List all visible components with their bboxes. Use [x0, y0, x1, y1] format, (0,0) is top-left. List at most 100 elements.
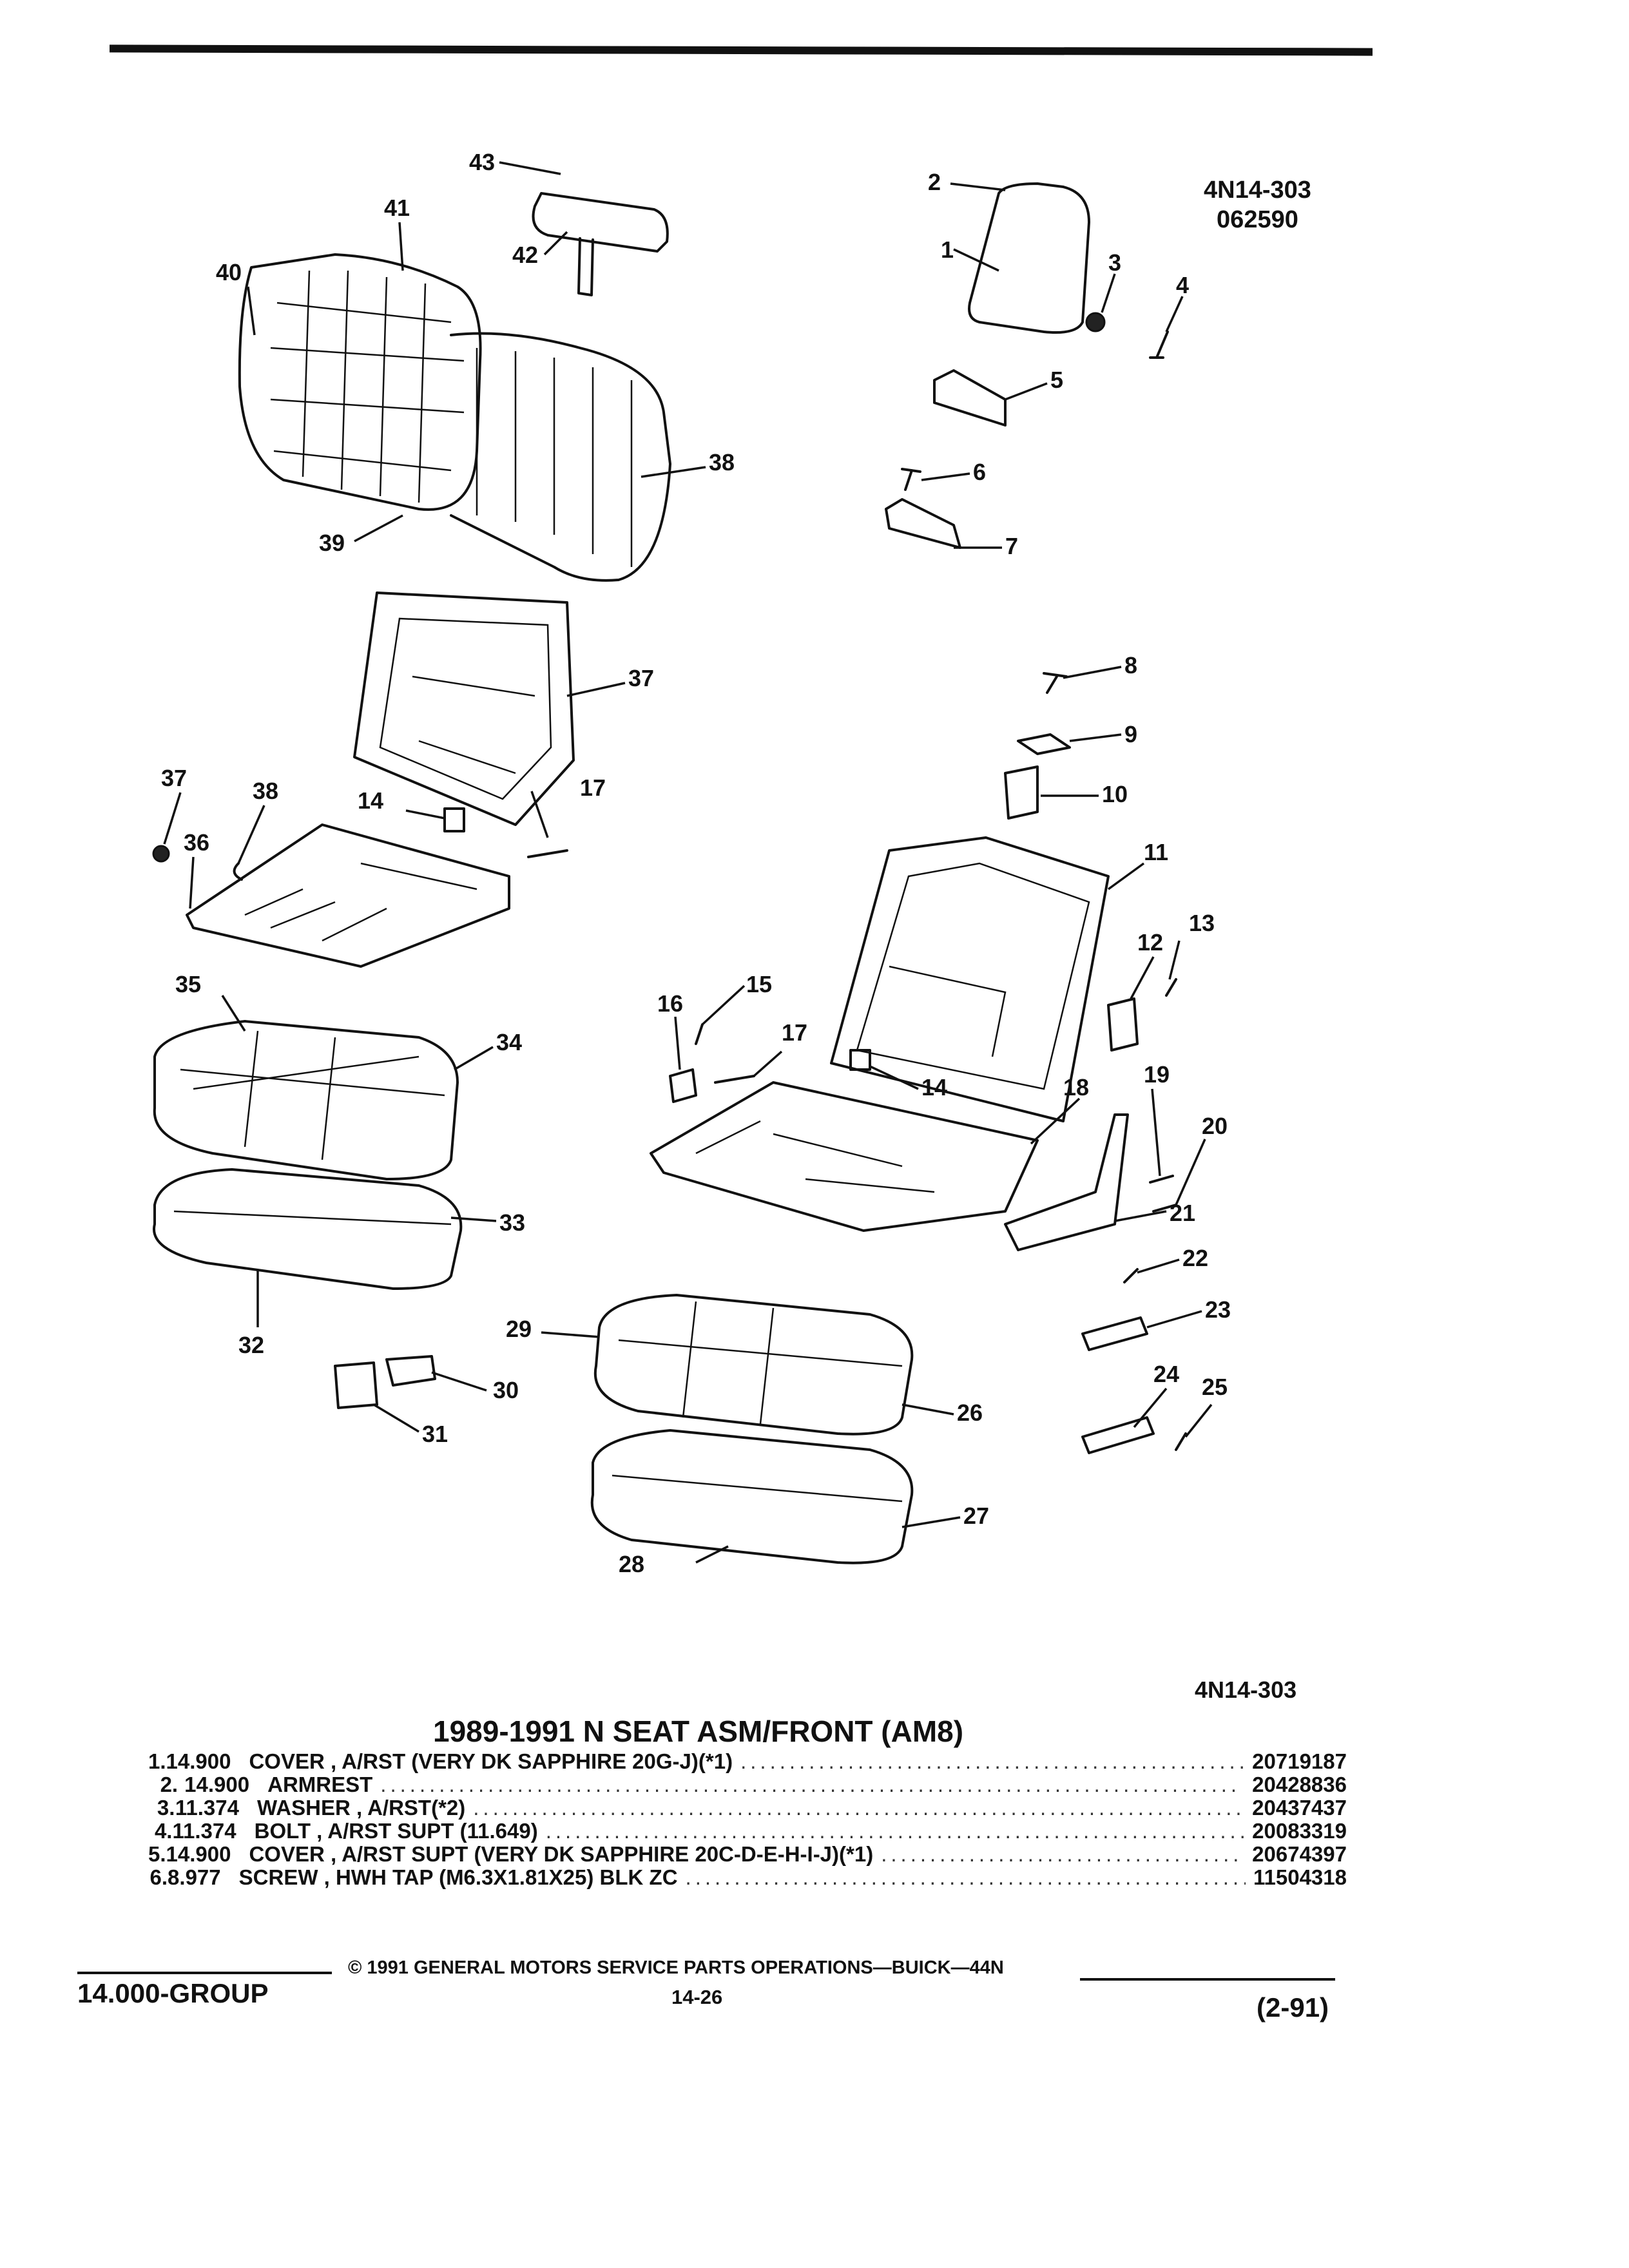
trim-23 — [1081, 1316, 1148, 1351]
callout-28: 28 — [619, 1551, 644, 1577]
callout-32: 32 — [238, 1332, 264, 1358]
callout-34: 34 — [496, 1029, 522, 1055]
callout-15: 15 — [746, 971, 772, 997]
callout-2: 2 — [928, 169, 941, 195]
callout-10: 10 — [1102, 781, 1128, 807]
seat-cushion-right — [590, 1294, 914, 1564]
callout-36: 36 — [184, 829, 209, 856]
dot-leader: ........................................… — [473, 1796, 1245, 1820]
callout-30: 30 — [493, 1377, 519, 1403]
callout-12: 12 — [1137, 929, 1163, 956]
row-index: 2. — [160, 1773, 178, 1796]
trim-24 — [1081, 1416, 1155, 1454]
footer-copyright: © 1991 GENERAL MOTORS SERVICE PARTS OPER… — [348, 1957, 1004, 1978]
row-group: 14.900 — [166, 1749, 231, 1773]
part-12 — [1107, 997, 1139, 1052]
row-part-number: 20428836 — [1252, 1773, 1347, 1796]
callout-6: 6 — [973, 459, 986, 485]
callout-25: 25 — [1202, 1374, 1228, 1400]
bolt-4 — [1149, 331, 1169, 359]
dot-leader: ........................................… — [881, 1843, 1245, 1866]
header-codes: 4N14-303 062590 — [1204, 175, 1311, 235]
callout-21: 21 — [1170, 1200, 1195, 1226]
screw-13 — [1165, 978, 1177, 997]
callout-17-left: 17 — [580, 774, 606, 801]
row-index: 1. — [148, 1749, 166, 1773]
callout-38: 38 — [253, 778, 278, 804]
row-part-number: 20083319 — [1252, 1819, 1347, 1843]
leader-lines — [163, 161, 1213, 1564]
parts-row: 4. 11.374 BOLT , A/RST SUPT (11.649) ...… — [148, 1820, 1347, 1843]
armrest — [968, 182, 1090, 334]
parts-title: 1989-1991 N SEAT ASM/FRONT (AM8) — [433, 1715, 964, 1748]
screw-8 — [1043, 672, 1068, 694]
part-38 — [233, 862, 243, 881]
screw-6 — [901, 468, 921, 491]
exploded-seat-diagram: 43 42 41 40 38 39 37 2 1 3 4 5 6 7 8 9 1… — [152, 149, 1231, 1577]
bolt-17-left — [527, 849, 568, 858]
callout-44: 42 — [512, 242, 538, 268]
row-part-number: 20437437 — [1252, 1796, 1347, 1820]
row-group: 11.374 — [175, 1796, 239, 1820]
row-description: SCREW , HWH TAP (M6.3X1.81X25) BLK ZC — [238, 1865, 678, 1889]
seat-adjuster-left — [186, 823, 510, 968]
part-14-right — [849, 1049, 871, 1071]
row-index: 6. — [149, 1865, 168, 1889]
seatback-frame-upper — [353, 591, 575, 826]
callout-20: 20 — [1202, 1113, 1228, 1139]
seat-cushion-left — [153, 1020, 463, 1290]
parts-list: 1. 14.900 COVER , A/RST (VERY DK SAPPHIR… — [148, 1750, 1347, 1889]
callout-numbers: 43 42 41 40 38 39 37 2 1 3 4 5 6 7 8 9 1… — [161, 149, 1231, 1577]
footer-page-number: 14-26 — [671, 1986, 723, 2008]
footer-revision-date: (2-91) — [1257, 1992, 1329, 2023]
seatback-frame-right — [830, 836, 1110, 1122]
headrest — [532, 192, 669, 296]
callout-43: 41 — [384, 195, 410, 221]
callout-7: 7 — [1005, 533, 1018, 559]
screw-15 — [695, 1023, 704, 1045]
callout-33: 33 — [499, 1209, 525, 1236]
callout-26: 26 — [957, 1399, 983, 1426]
dot-leader: ........................................… — [740, 1750, 1244, 1773]
washer-3 — [1085, 312, 1106, 332]
callout-35: 35 — [175, 971, 201, 997]
hinge-21 — [1004, 1113, 1129, 1251]
screw-22 — [1123, 1268, 1139, 1283]
row-group: 8.977 — [168, 1865, 221, 1889]
parts-row: 6. 8.977 SCREW , HWH TAP (M6.3X1.81X25) … — [148, 1866, 1347, 1889]
part-14-left — [443, 807, 465, 832]
callout-31: 31 — [422, 1421, 448, 1447]
seatback-assembly — [238, 253, 671, 582]
callout-13: 13 — [1189, 910, 1215, 936]
callout-18: 18 — [1063, 1074, 1089, 1100]
callout-42: 40 — [216, 259, 242, 285]
row-group: 11.374 — [172, 1819, 236, 1843]
row-index: 4. — [154, 1819, 173, 1843]
row-description: BOLT , A/RST SUPT (11.649) — [254, 1819, 538, 1843]
parts-row: 2. 14.900 ARMREST ......................… — [148, 1773, 1347, 1796]
row-index: 3. — [157, 1796, 175, 1820]
callout-3: 3 — [1108, 249, 1121, 276]
callout-23: 23 — [1205, 1296, 1231, 1323]
callout-39: 37 — [628, 665, 654, 691]
callout-14-right: 14 — [921, 1074, 947, 1100]
row-description: ARMREST — [267, 1773, 373, 1796]
callout-4: 4 — [1176, 272, 1189, 298]
row-part-number: 20674397 — [1252, 1842, 1347, 1866]
callout-27: 27 — [963, 1503, 989, 1529]
screw-25 — [1175, 1432, 1187, 1451]
row-group: 14.900 — [184, 1773, 250, 1796]
row-description: COVER , A/RST SUPT (VERY DK SAPPHIRE 20C… — [249, 1842, 874, 1866]
dot-leader: ........................................… — [545, 1820, 1244, 1843]
row-part-number: 11504318 — [1253, 1865, 1347, 1889]
callout-19: 19 — [1144, 1061, 1170, 1088]
part-30 — [385, 1355, 436, 1387]
callout-45: 43 — [469, 149, 495, 175]
parts-row: 5. 14.900 COVER , A/RST SUPT (VERY DK SA… — [148, 1843, 1347, 1866]
dot-leader: ........................................… — [685, 1866, 1246, 1889]
callout-8: 8 — [1124, 652, 1137, 678]
callout-11: 11 — [1144, 839, 1168, 865]
parts-row: 3. 11.374 WASHER , A/RST(*2) ...........… — [148, 1796, 1347, 1820]
row-index: 5. — [148, 1842, 166, 1866]
footer-rule-right — [1080, 1978, 1335, 1981]
